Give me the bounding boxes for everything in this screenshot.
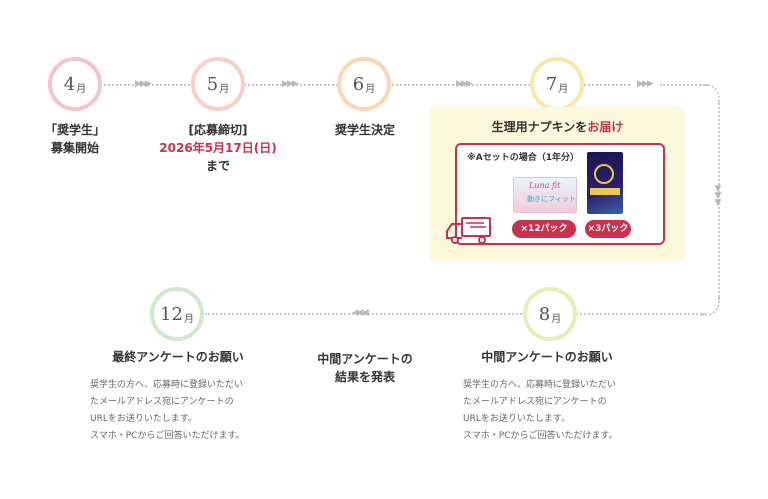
- step-july-label: 生理用ナプキンをお届け: [430, 118, 685, 136]
- month-number: 7: [545, 73, 558, 95]
- step-title-line: 中間アンケートの: [317, 352, 413, 366]
- delivery-truck-icon: [446, 217, 491, 244]
- desc-line: スマホ・PCからご回答いただけます。: [463, 431, 618, 441]
- chevrons-left-icon: ◀◀◀: [352, 308, 369, 318]
- step-title-line: まで: [205, 159, 230, 173]
- connector-line: [205, 313, 705, 315]
- luna-fit-package-image: Luna fit 動きにフィット: [513, 177, 577, 213]
- package-label-graphic: [590, 188, 620, 195]
- month-unit: 月: [76, 83, 87, 95]
- connector-line: [660, 84, 708, 86]
- step-title-line: [応募締切]: [188, 123, 248, 137]
- step-may-label: [応募締切] 2026年5月17日(日) まで: [155, 121, 281, 175]
- night-package-image: [587, 152, 623, 214]
- desc-line: スマホ・PCからご回答いただけます。: [90, 431, 245, 441]
- step-april-label: 「奨学生」 募集開始: [30, 121, 120, 157]
- product-logo: Luna fit: [529, 181, 561, 190]
- month-number: 12: [160, 303, 183, 325]
- deadline-date: 2026年5月17日(日): [159, 141, 277, 155]
- month-unit: 月: [551, 313, 562, 325]
- package-ring-graphic: [594, 164, 614, 184]
- step-title-prefix: 生理用ナプキンを: [491, 120, 588, 134]
- month-unit: 月: [219, 83, 230, 95]
- month-number: 5: [206, 73, 219, 95]
- chevrons-down-icon: ▼▼▼: [714, 184, 722, 208]
- month-number: 4: [63, 73, 76, 95]
- step-title-highlight: お届け: [587, 120, 624, 134]
- connector-line: [718, 100, 720, 300]
- step-title-line: 「奨学生」: [44, 123, 105, 137]
- step-midterm-results-label: 中間アンケートの 結果を発表: [300, 350, 430, 386]
- step-august-description: 奨学生の方へ、応募時に登録いただい たメールアドレス宛にアンケートの URLをお…: [463, 377, 618, 445]
- month-unit: 月: [183, 313, 194, 325]
- a-set-label: ※Aセットの場合（1年分）: [467, 153, 579, 163]
- step-title-line: 結果を発表: [334, 370, 395, 384]
- desc-line: 奨学生の方へ、応募時に登録いただい: [463, 380, 617, 390]
- chevrons-right-icon: ▶▶▶: [135, 79, 152, 89]
- chevrons-right-icon: ▶▶▶: [637, 79, 654, 89]
- month-number: 6: [352, 73, 365, 95]
- month-number: 8: [538, 303, 551, 325]
- step-title-line: 最終アンケートのお願い: [112, 350, 244, 364]
- month-unit: 月: [558, 83, 569, 95]
- step-august-label: 中間アンケートのお願い: [472, 348, 622, 366]
- desc-line: たメールアドレス宛にアンケートの: [463, 397, 607, 407]
- connector-curve: [700, 296, 720, 316]
- step-title-line: 奨学生決定: [334, 123, 395, 137]
- chevrons-right-icon: ▶▶▶: [282, 79, 299, 89]
- desc-line: たメールアドレス宛にアンケートの: [90, 397, 234, 407]
- step-title-line: 中間アンケートのお願い: [481, 350, 613, 364]
- connector-curve: [700, 84, 720, 104]
- product-sub: 動きにフィット: [527, 195, 576, 203]
- desc-line: URLをお送りいたします。: [90, 414, 197, 424]
- step-december-label: 最終アンケートのお願い: [100, 348, 256, 366]
- chevrons-right-icon: ▶▶▶: [456, 79, 473, 89]
- step-title-line: 募集開始: [50, 141, 99, 155]
- desc-line: 奨学生の方へ、応募時に登録いただい: [90, 380, 244, 390]
- month-unit: 月: [365, 83, 376, 95]
- pack-count-badge: ×12パック: [512, 220, 576, 238]
- step-december-description: 奨学生の方へ、応募時に登録いただい たメールアドレス宛にアンケートの URLをお…: [90, 377, 245, 445]
- step-june-label: 奨学生決定: [320, 121, 410, 139]
- pack-count-badge: ×3パック: [585, 220, 631, 238]
- desc-line: URLをお送りいたします。: [463, 414, 570, 424]
